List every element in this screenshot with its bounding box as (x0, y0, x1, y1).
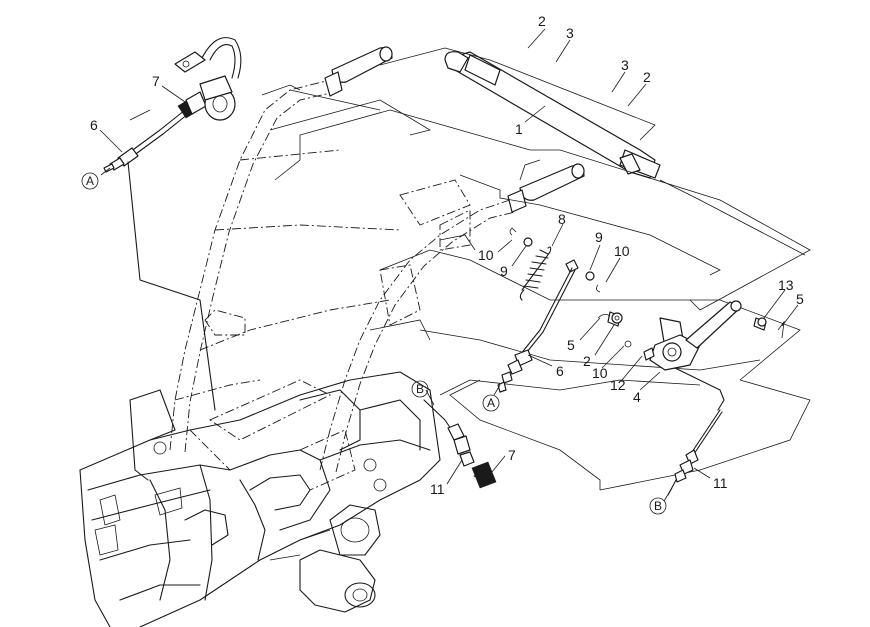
callout-11-lower: 11 (430, 481, 445, 497)
callout-9-left: 9 (500, 263, 508, 279)
callout-2-right: 2 (643, 69, 651, 85)
grip-middle (507, 163, 585, 213)
callout-13: 13 (778, 277, 794, 293)
callout-5-right: 5 (796, 291, 804, 307)
callout-2-top: 2 (538, 13, 546, 29)
callout-5-mid: 5 (567, 337, 575, 353)
callout-6-top: 6 (90, 117, 98, 133)
svg-text:A: A (86, 174, 94, 188)
callout-1: 1 (515, 121, 523, 137)
reference-marks: A A B B (81, 172, 667, 515)
ref-mark-a-mid: A (482, 394, 500, 412)
ref-mark-a-top: A (81, 172, 99, 190)
grip-top (324, 46, 393, 97)
callout-9-right: 9 (595, 229, 603, 245)
pivot-linkage (597, 300, 785, 496)
callout-8: 8 (558, 211, 566, 227)
callout-10-left: 10 (478, 247, 494, 263)
callout-2-mid: 2 (583, 353, 591, 369)
callout-labels: 2 3 3 2 1 7 6 8 10 9 9 10 13 5 5 2 10 12… (90, 13, 804, 497)
callout-3-right: 3 (621, 57, 629, 73)
callout-10-right: 10 (614, 243, 630, 259)
callout-12: 12 (610, 377, 626, 393)
svg-text:B: B (654, 499, 662, 513)
spring-and-rod (497, 227, 601, 393)
callout-6-mid: 6 (556, 363, 564, 379)
handle-frame-dashed (169, 79, 516, 473)
leader-lines (99, 28, 799, 502)
ref-mark-b-lower: B (411, 380, 429, 398)
callout-3-top: 3 (566, 25, 574, 41)
ref-mark-b-right: B (649, 497, 667, 515)
cable-assembly-left (103, 37, 242, 411)
chassis-frame (79, 371, 441, 627)
cable-assembly-lower (423, 399, 497, 489)
callout-7-lower: 7 (508, 447, 516, 463)
panel-outlines (129, 47, 811, 491)
callout-7-top: 7 (152, 73, 160, 89)
callout-4: 4 (633, 389, 641, 405)
lever-bar-1 (444, 51, 661, 179)
callout-11-right: 11 (713, 475, 728, 491)
svg-text:A: A (487, 396, 495, 410)
svg-text:B: B (416, 382, 424, 396)
callout-10-mid: 10 (592, 365, 608, 381)
